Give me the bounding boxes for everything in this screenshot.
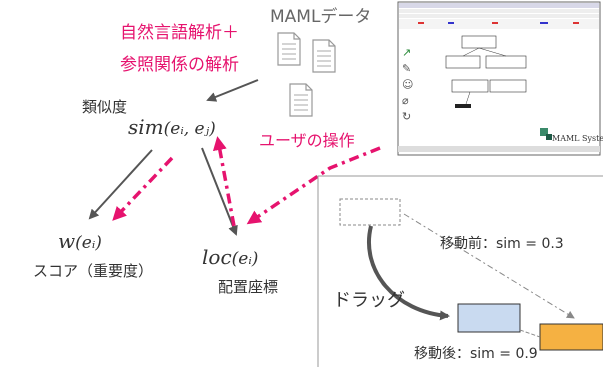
toolbar-icon-2: ✎ [402, 62, 411, 75]
drag-panel-frame [317, 175, 603, 367]
placement-label: 配置座標 [218, 278, 278, 296]
similarity-label: 類似度 [82, 98, 127, 116]
nlp-label-line1: 自然言語解析＋ [120, 23, 239, 43]
maml-system-label: MAML System [552, 134, 603, 143]
loc-function-args: (eᵢ) [232, 249, 259, 269]
toolbar-icon-5: ↻ [402, 110, 411, 123]
target-box [539, 323, 603, 351]
sim-function-args: (eᵢ, eⱼ) [164, 119, 216, 139]
sim-after-line [519, 329, 541, 338]
loc-function-name: loc [202, 245, 232, 269]
w-formula: w(eᵢ) [58, 229, 102, 253]
drag-curve-arrow [367, 225, 450, 321]
toolbar-icons: ↗ [402, 46, 411, 59]
sim-to-loc-arrow [201, 147, 238, 236]
document-icon [277, 32, 301, 66]
nlp-to-sim-arrow [206, 79, 259, 102]
user-operation-label: ユーザの操作 [259, 131, 355, 150]
before-move-label: 移動前：sim = 0.3 [440, 235, 564, 252]
sim-to-score-arrow [88, 149, 153, 220]
sim-formula: sim(eᵢ, eⱼ) [128, 115, 216, 139]
document-icon [289, 83, 313, 117]
toolbar-icon-4: ⌀ [402, 94, 409, 107]
box-before-move [339, 198, 401, 226]
maml-data-label: MAMLデータ [270, 6, 371, 27]
loc-formula: loc(eᵢ) [202, 245, 258, 269]
nlp-label-line2: 参照関係の解析 [120, 55, 239, 75]
feedback-to-score-arrow [112, 156, 174, 221]
after-move-label: 移動後：sim = 0.9 [414, 346, 538, 362]
w-function-name: w [58, 229, 75, 253]
box-after-move [457, 303, 521, 333]
score-label: スコア（重要度） [33, 262, 153, 280]
w-function-args: (eᵢ) [75, 233, 102, 253]
toolbar-icon-3: ☺ [402, 78, 413, 91]
loc-to-sim-arrow [212, 136, 236, 227]
sim-before-line [403, 213, 575, 319]
drag-label: ドラッグ [333, 290, 405, 311]
app-screenshot-thumbnail: MAML System ↗ ✎ ☺ ⌀ ↻ [397, 1, 603, 156]
user-operation-arrow [246, 146, 381, 225]
sim-function-name: sim [128, 115, 164, 139]
document-icon [312, 39, 336, 73]
